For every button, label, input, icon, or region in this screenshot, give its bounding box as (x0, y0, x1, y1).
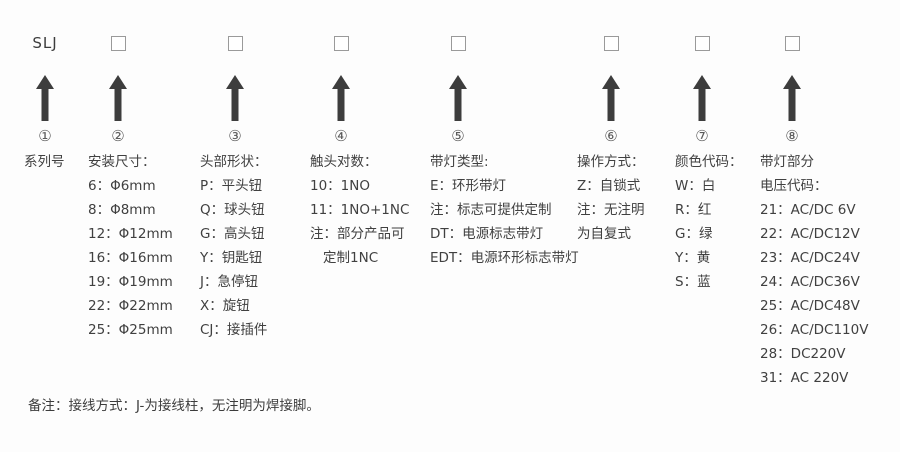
option-item: G：绿 (675, 226, 713, 242)
up-arrow-icon (692, 75, 712, 121)
option-item: 25：AC/DC48V (760, 298, 860, 314)
up-arrow-icon (448, 75, 468, 121)
option-item: E：环形带灯 (430, 178, 507, 194)
option-item: R：红 (675, 202, 712, 218)
option-item: 24：AC/DC36V (760, 274, 860, 290)
option-item: Q：球头钮 (200, 202, 265, 218)
option-item: 为自复式 (577, 226, 631, 242)
column-header: 带灯类型: (430, 154, 489, 170)
column-header: 头部形状： (200, 154, 268, 170)
option-item: 注：无注明 (577, 202, 645, 218)
option-item: X：旋钮 (200, 298, 250, 314)
code-checkbox (110, 36, 126, 51)
up-arrow-icon (35, 75, 55, 121)
option-item: 23：AC/DC24V (760, 250, 860, 266)
footnote: 备注：接线方式：J-为接线柱，无注明为焊接脚。 (28, 398, 320, 414)
code-checkbox (784, 36, 800, 51)
option-item: 25：Φ25mm (88, 322, 173, 338)
up-arrow-icon (601, 75, 621, 121)
option-item: EDT：电源环形标志带灯 (430, 250, 579, 266)
option-item: DT：电源标志带灯 (430, 226, 544, 242)
code-checkbox (227, 36, 243, 51)
column-series: SLJ ① 系列号 (24, 36, 65, 171)
option-item: CJ：接插件 (200, 322, 268, 338)
column-header: 带灯部分 (760, 154, 814, 170)
column-number: ② (111, 127, 125, 145)
column-number: ⑧ (785, 127, 799, 145)
code-checkbox (333, 36, 349, 51)
up-arrow-icon (225, 75, 245, 121)
option-item: 16：Φ16mm (88, 250, 173, 266)
column-number: ⑥ (604, 127, 618, 145)
column-mounting-size: ② 安装尺寸： 6：Φ6mm 8：Φ8mm 12：Φ12mm 16：Φ16mm … (88, 36, 173, 339)
column-header: 颜色代码： (675, 154, 743, 170)
column-number: ⑦ (695, 127, 709, 145)
column-subheader: 电压代码： (760, 178, 828, 194)
option-item: 26：AC/DC110V (760, 322, 869, 338)
option-item: Y：黄 (675, 250, 711, 266)
code-checkbox (450, 36, 466, 51)
option-item: 21：AC/DC 6V (760, 202, 856, 218)
option-item: 6：Φ6mm (88, 178, 156, 194)
column-color-code: ⑦ 颜色代码： W：白 R：红 G：绿 Y：黄 S：蓝 (675, 36, 743, 291)
option-item: 11：1NO+1NC (310, 202, 410, 218)
column-lamp-type: ⑤ 带灯类型: E：环形带灯 注：标志可提供定制 DT：电源标志带灯 EDT：电… (430, 36, 579, 267)
option-item: S：蓝 (675, 274, 711, 290)
option-item: 28：DC220V (760, 346, 846, 362)
option-item: 31：AC 220V (760, 370, 849, 386)
up-arrow-icon (108, 75, 128, 121)
column-header: 操作方式： (577, 154, 645, 170)
option-item: 注：部分产品可 (310, 226, 405, 242)
option-item: 22：AC/DC12V (760, 226, 860, 242)
option-item: Z：自锁式 (577, 178, 641, 194)
option-item: 注：标志可提供定制 (430, 202, 552, 218)
up-arrow-icon (331, 75, 351, 121)
column-lamp-voltage: ⑧ 带灯部分 电压代码： 21：AC/DC 6V 22：AC/DC12V 23：… (760, 36, 868, 387)
column-number: ① (38, 127, 52, 145)
option-item: J：急停钮 (200, 274, 258, 290)
column-head-shape: ③ 头部形状： P：平头钮 Q：球头钮 G：高头钮 Y：钥匙钮 J：急停钮 X：… (200, 36, 268, 339)
option-item: 定制1NC (323, 250, 379, 266)
column-header: 安装尺寸： (88, 154, 156, 170)
option-item: Y：钥匙钮 (200, 250, 263, 266)
option-item: W：白 (675, 178, 716, 194)
option-item: P：平头钮 (200, 178, 263, 194)
column-header: 系列号 (24, 154, 65, 170)
column-contacts: ④ 触头对数： 10：1NO 11：1NO+1NC 注：部分产品可 定制1NC (310, 36, 409, 267)
option-item: 8：Φ8mm (88, 202, 156, 218)
column-number: ④ (334, 127, 348, 145)
option-item: 12：Φ12mm (88, 226, 173, 242)
column-number: ③ (228, 127, 242, 145)
option-item: 22：Φ22mm (88, 298, 173, 314)
column-number: ⑤ (451, 127, 465, 145)
column-operation-mode: ⑥ 操作方式： Z：自锁式 注：无注明 为自复式 (577, 36, 645, 243)
option-item: G：高头钮 (200, 226, 265, 242)
column-header: 触头对数： (310, 154, 378, 170)
up-arrow-icon (782, 75, 802, 121)
option-item: 10：1NO (310, 178, 370, 194)
code-checkbox (694, 36, 710, 51)
code-checkbox (603, 36, 619, 51)
series-label: SLJ (32, 34, 58, 52)
option-item: 19：Φ19mm (88, 274, 173, 290)
